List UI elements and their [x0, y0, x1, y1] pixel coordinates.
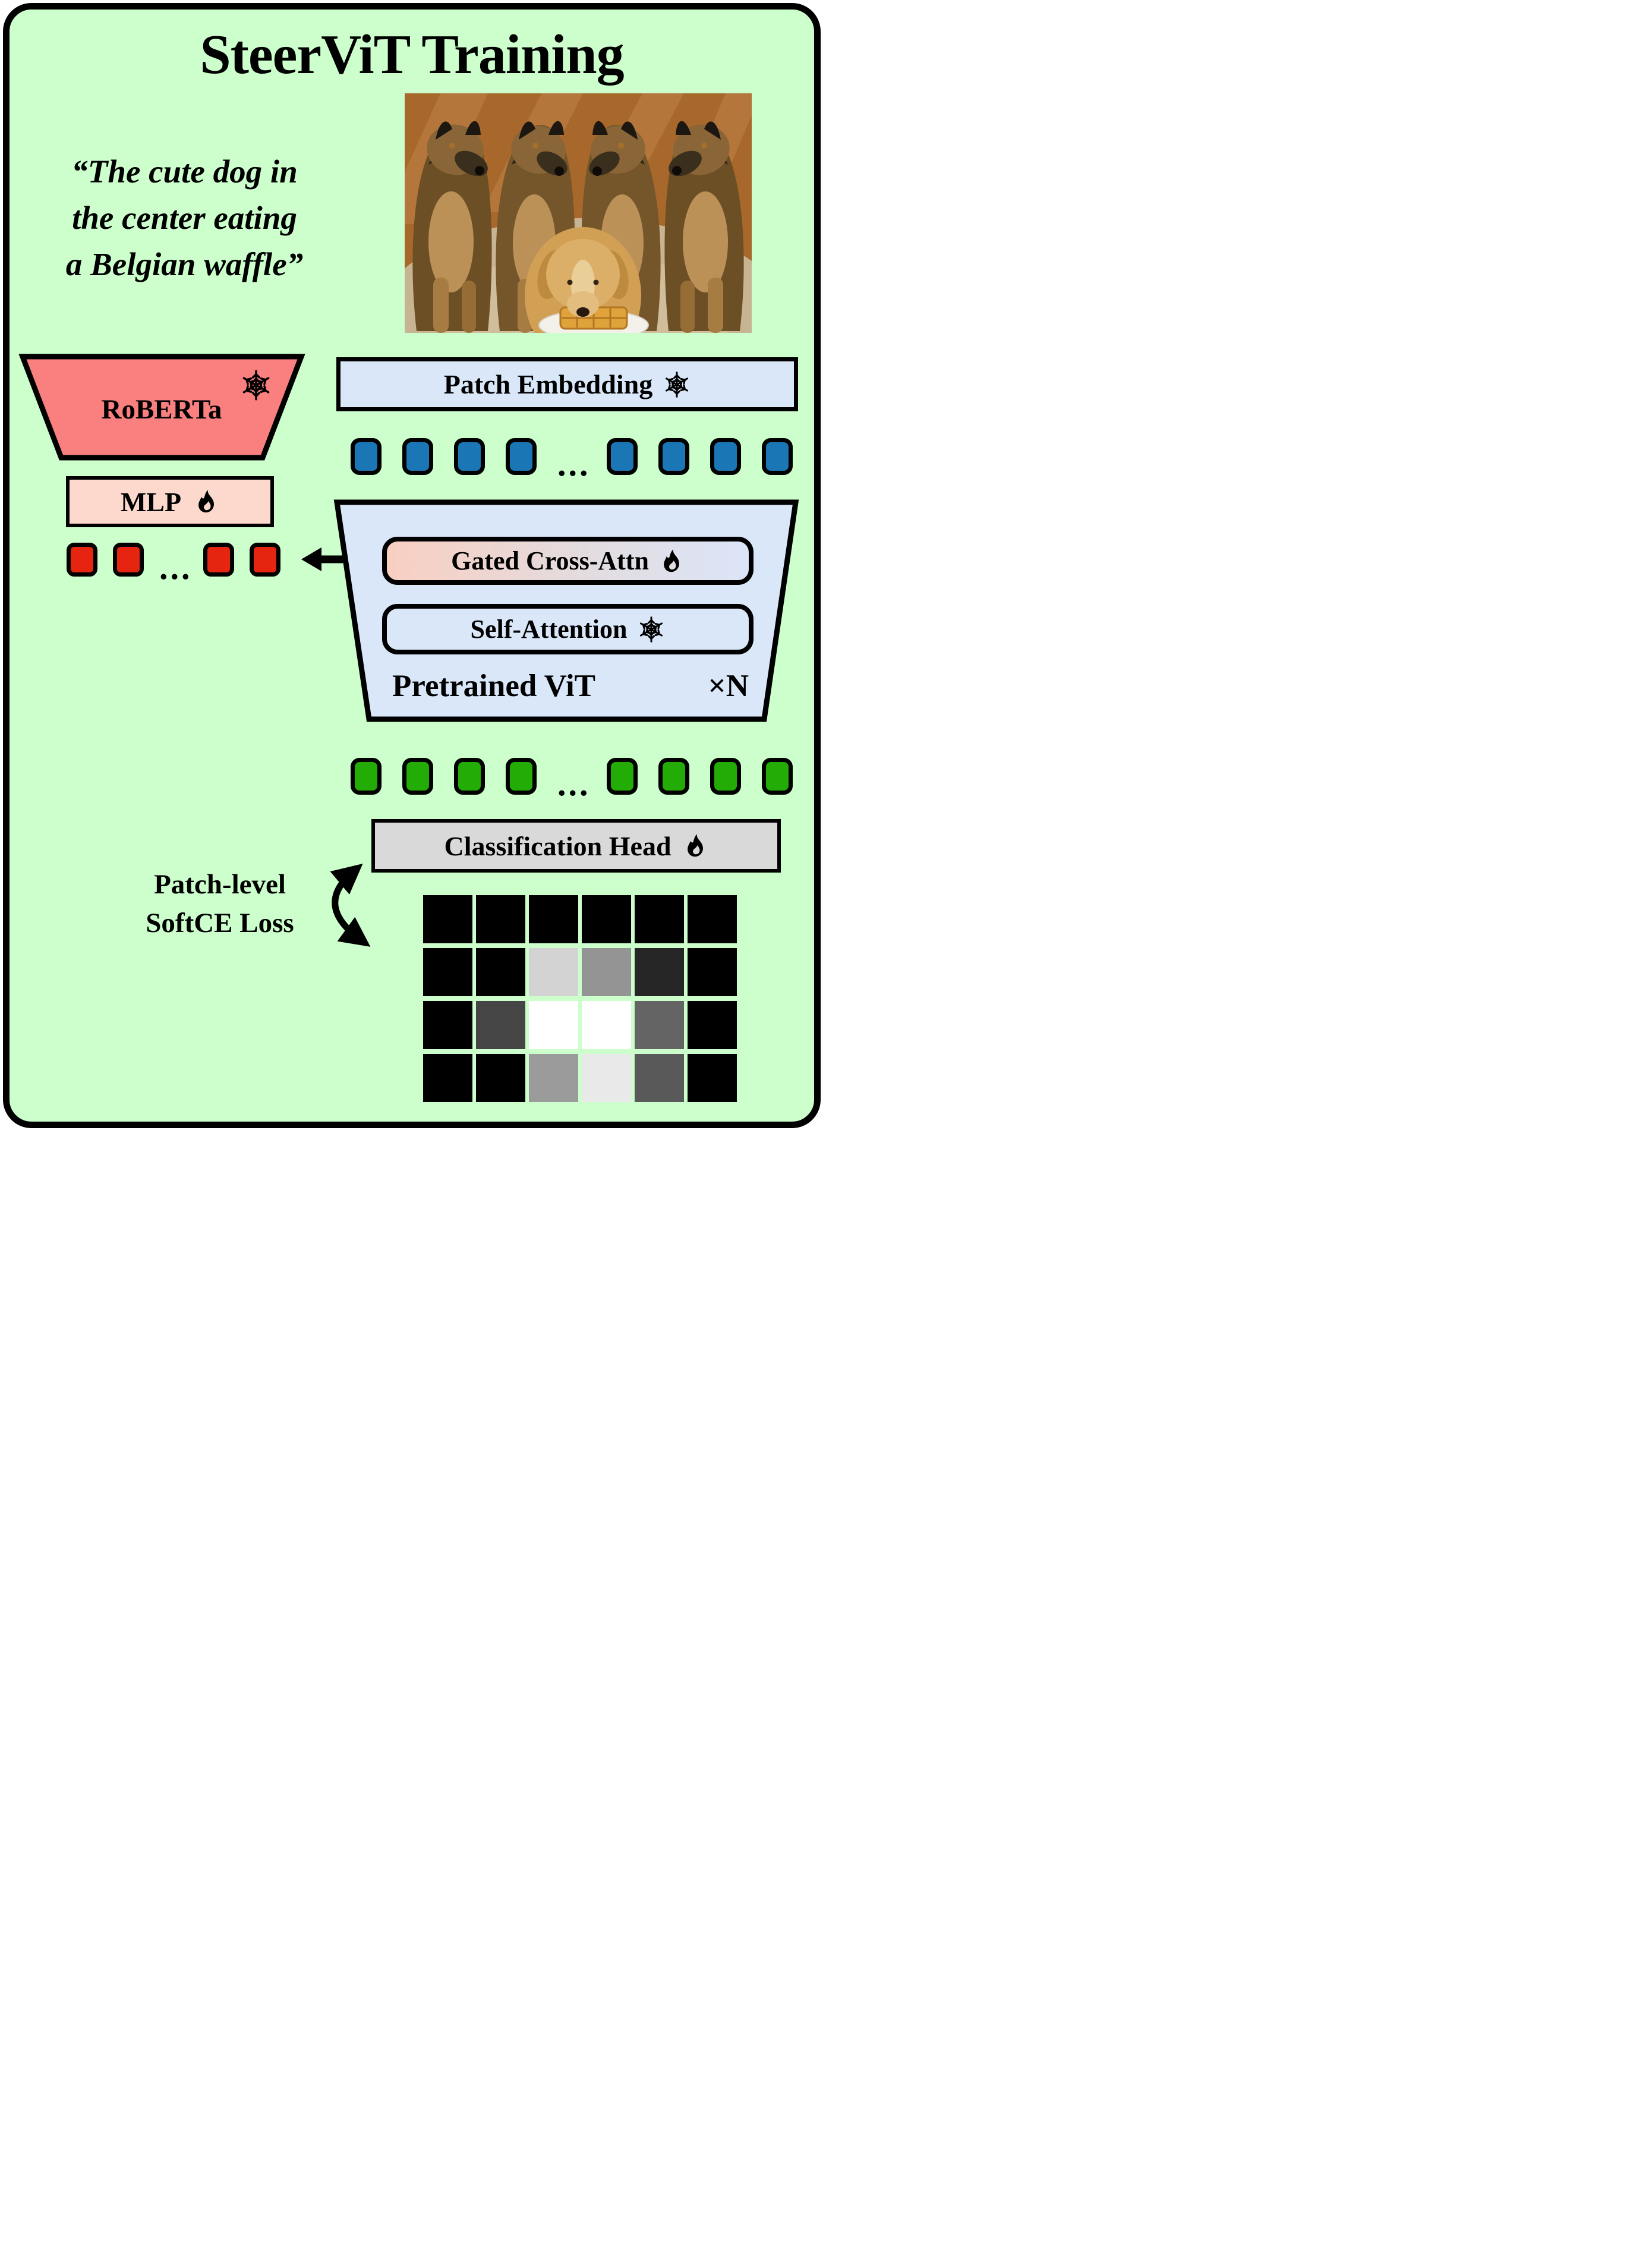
heatmap-cell	[635, 1054, 684, 1102]
roberta-label: RoBERTa	[101, 394, 222, 425]
figure-page: SteerViT Training “The cute dog in the c…	[0, 0, 826, 1134]
quote-line: the center eating	[72, 200, 297, 237]
quote-line: a Belgian waffle”	[65, 246, 304, 283]
token	[658, 438, 689, 475]
heatmap-cell	[582, 1054, 631, 1102]
token	[67, 543, 97, 577]
output-token-row: ...	[351, 758, 793, 803]
token	[762, 438, 793, 475]
classification-head-block: Classification Head	[371, 819, 781, 873]
token	[250, 543, 280, 577]
vit-repeat-multiplier: ×N	[708, 669, 749, 703]
heatmap-cell	[529, 895, 578, 943]
heatmap-cell	[529, 948, 578, 996]
flame-icon	[683, 833, 708, 859]
heatmap-cell	[423, 895, 472, 943]
token	[506, 758, 537, 795]
heatmap-cell	[688, 1001, 737, 1049]
heatmap-cell	[423, 948, 472, 996]
heatmap-cell	[635, 1001, 684, 1049]
snowflake-icon	[638, 616, 665, 643]
ellipsis: ...	[159, 547, 193, 587]
dogs-photo	[405, 93, 752, 333]
token	[203, 543, 234, 577]
flame-icon	[194, 489, 219, 515]
shepherd-dog	[496, 121, 575, 333]
token	[454, 758, 485, 795]
shepherd-dog	[412, 121, 492, 333]
text-prompt-quote: “The cute dog in the center eating a Bel…	[17, 149, 352, 288]
heatmap-cell	[582, 1001, 631, 1049]
quote-line: “The cute dog in	[71, 153, 298, 190]
heatmap-cell	[688, 948, 737, 996]
patch-embedding-label: Patch Embedding	[443, 369, 653, 399]
heatmap-cell	[582, 948, 631, 996]
token	[351, 758, 382, 795]
heatmap-cell	[476, 895, 525, 943]
pretrained-vit-caption: Pretrained ViT ×N	[392, 668, 749, 704]
heatmap-cell	[476, 948, 525, 996]
heatmap-cell	[688, 1054, 737, 1102]
token	[710, 758, 741, 795]
flame-icon	[660, 548, 685, 574]
token	[506, 438, 537, 475]
page-title: SteerViT Training	[200, 24, 624, 86]
gated-cross-attn-label: Gated Cross-Attn	[451, 546, 649, 575]
roberta-block	[18, 354, 305, 461]
golden-retriever	[525, 227, 649, 333]
token	[113, 543, 144, 577]
loss-label: Patch-level SoftCE Loss	[101, 865, 339, 943]
heatmap-cell	[529, 1054, 578, 1102]
heatmap-cell	[529, 1001, 578, 1049]
token	[454, 438, 485, 475]
ellipsis: ...	[557, 764, 591, 803]
pretrained-vit-label: Pretrained ViT	[392, 669, 596, 703]
heatmap-cell	[635, 948, 684, 996]
heatmap-cell	[635, 895, 684, 943]
heatmap-cell	[688, 895, 737, 943]
token	[402, 758, 433, 795]
token	[607, 438, 638, 475]
token	[607, 758, 638, 795]
gated-cross-attn-block: Gated Cross-Attn	[382, 537, 754, 585]
loss-line: Patch-level	[154, 869, 286, 900]
self-attention-block: Self-Attention	[382, 604, 754, 654]
loss-curved-arrow	[330, 863, 371, 947]
image-token-row: ...	[351, 438, 793, 483]
token	[402, 438, 433, 475]
patch-embedding-block: Patch Embedding	[336, 357, 798, 411]
token	[710, 438, 741, 475]
heatmap-cell	[476, 1001, 525, 1049]
mlp-label: MLP	[120, 486, 182, 517]
ellipsis: ...	[557, 445, 591, 483]
snowflake-icon	[240, 369, 272, 401]
self-attention-label: Self-Attention	[470, 615, 628, 644]
token	[762, 758, 793, 795]
heatmap-cell	[423, 1001, 472, 1049]
classification-head-label: Classification Head	[444, 830, 671, 861]
patch-heatmap	[423, 895, 737, 1102]
heatmap-cell	[423, 1054, 472, 1102]
heatmap-cell	[582, 895, 631, 943]
token	[658, 758, 689, 795]
loss-line: SoftCE Loss	[146, 907, 294, 939]
text-token-row: ...	[67, 543, 280, 587]
token	[351, 438, 382, 475]
snowflake-icon	[663, 371, 691, 398]
heatmap-cell	[476, 1054, 525, 1102]
mlp-block: MLP	[66, 476, 274, 527]
